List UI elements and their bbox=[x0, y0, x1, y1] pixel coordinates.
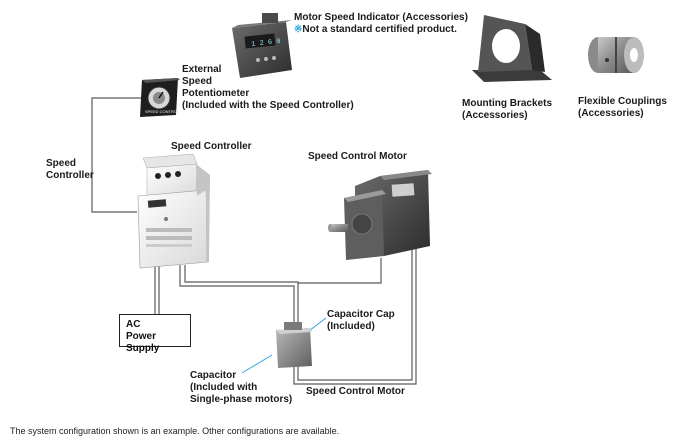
speed-controller-label: Speed Controller bbox=[171, 141, 252, 152]
speed-potentiometer-icon: SPEED CONTROL bbox=[140, 78, 180, 117]
external-potentiometer-label: External Speed Potentiometer (Included w… bbox=[182, 64, 354, 111]
speed-control-motor-bottom-label: Speed Control Motor bbox=[306, 386, 405, 397]
mounting-brackets-label: Mounting Brackets (Accessories) bbox=[462, 98, 553, 121]
svg-text:SPEED CONTROL: SPEED CONTROL bbox=[145, 109, 180, 114]
speed-control-motor-label: Speed Control Motor bbox=[308, 151, 407, 162]
footnote: The system configuration shown is an exa… bbox=[10, 426, 340, 436]
capacitor-callout bbox=[241, 354, 273, 374]
gear-motor-icon bbox=[328, 170, 432, 260]
mounting-bracket-icon bbox=[472, 15, 552, 82]
wiring-lines bbox=[91, 97, 417, 385]
speed-controller-unit-icon bbox=[137, 153, 210, 269]
flexible-coupling-icon bbox=[588, 37, 644, 73]
speed-controller-side-label: Speed Controller bbox=[46, 158, 94, 181]
capacitor-icon bbox=[276, 322, 312, 368]
ac-power-supply-box: AC Power Supply bbox=[119, 314, 191, 354]
capacitor-label: Capacitor (Included with Single-phase mo… bbox=[190, 370, 293, 405]
motor-speed-indicator-label: Motor Speed Indicator (Accessories) ※Not… bbox=[294, 12, 468, 35]
flexible-couplings-label: Flexible Couplings (Accessories) bbox=[578, 96, 667, 119]
capacitor-cap-label: Capacitor Cap (Included) bbox=[327, 309, 395, 332]
svg-text:1 2 6 0: 1 2 6 0 bbox=[251, 38, 281, 49]
digital-speed-indicator-icon: 1 2 6 0 bbox=[232, 13, 292, 78]
